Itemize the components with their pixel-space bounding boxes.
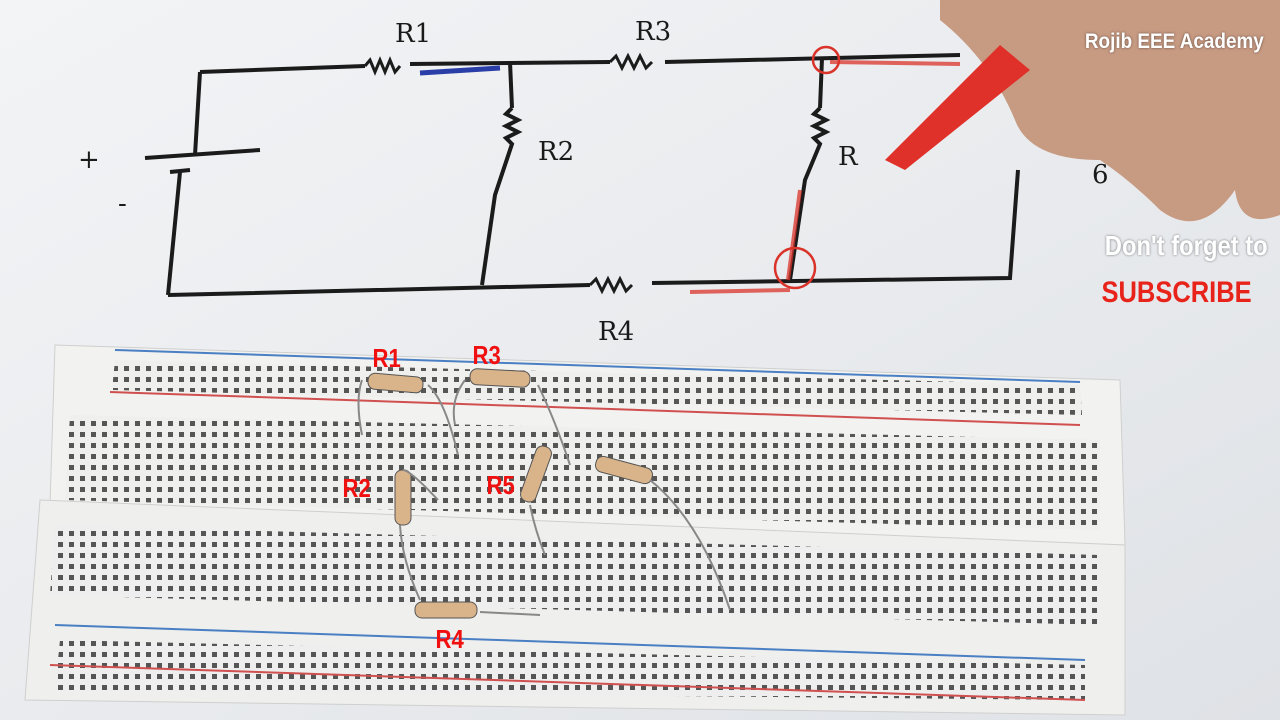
breadboard-label-r2: R2: [342, 473, 371, 503]
rail-line-blue: [114, 349, 1081, 383]
hand-with-pen: [885, 0, 1280, 222]
breadboard-label-r3: R3: [472, 340, 501, 370]
battery-plus-label: +: [78, 145, 100, 175]
schematic-label-r5: R: [838, 142, 859, 172]
breadboard-label-r1: R1: [372, 343, 401, 373]
resistor-leads: [357, 379, 731, 616]
breadboard-label-r5: R5: [486, 470, 515, 500]
breadboard: [24, 344, 1126, 716]
rail-line-blue: [54, 624, 1086, 661]
rail-line-red: [109, 391, 1081, 426]
breadboard-label-r4: R4: [435, 624, 464, 654]
subscribe-text: SUBSCRIBE: [1101, 276, 1252, 309]
subscribe-prompt: Don't forget to: [1105, 230, 1268, 261]
circuit-schematic: [144, 45, 1020, 297]
schematic-label-r2: R2: [538, 137, 574, 167]
schematic-label-r4: R4: [598, 317, 634, 347]
schematic-label-r6: 6: [1092, 160, 1109, 190]
battery-minus-label: -: [118, 189, 127, 219]
schematic-label-r3: R3: [635, 17, 671, 47]
channel-watermark: Rojib EEE Academy: [1085, 30, 1264, 53]
schematic-label-r1: R1: [395, 19, 431, 49]
rail-line-red: [49, 664, 1086, 701]
